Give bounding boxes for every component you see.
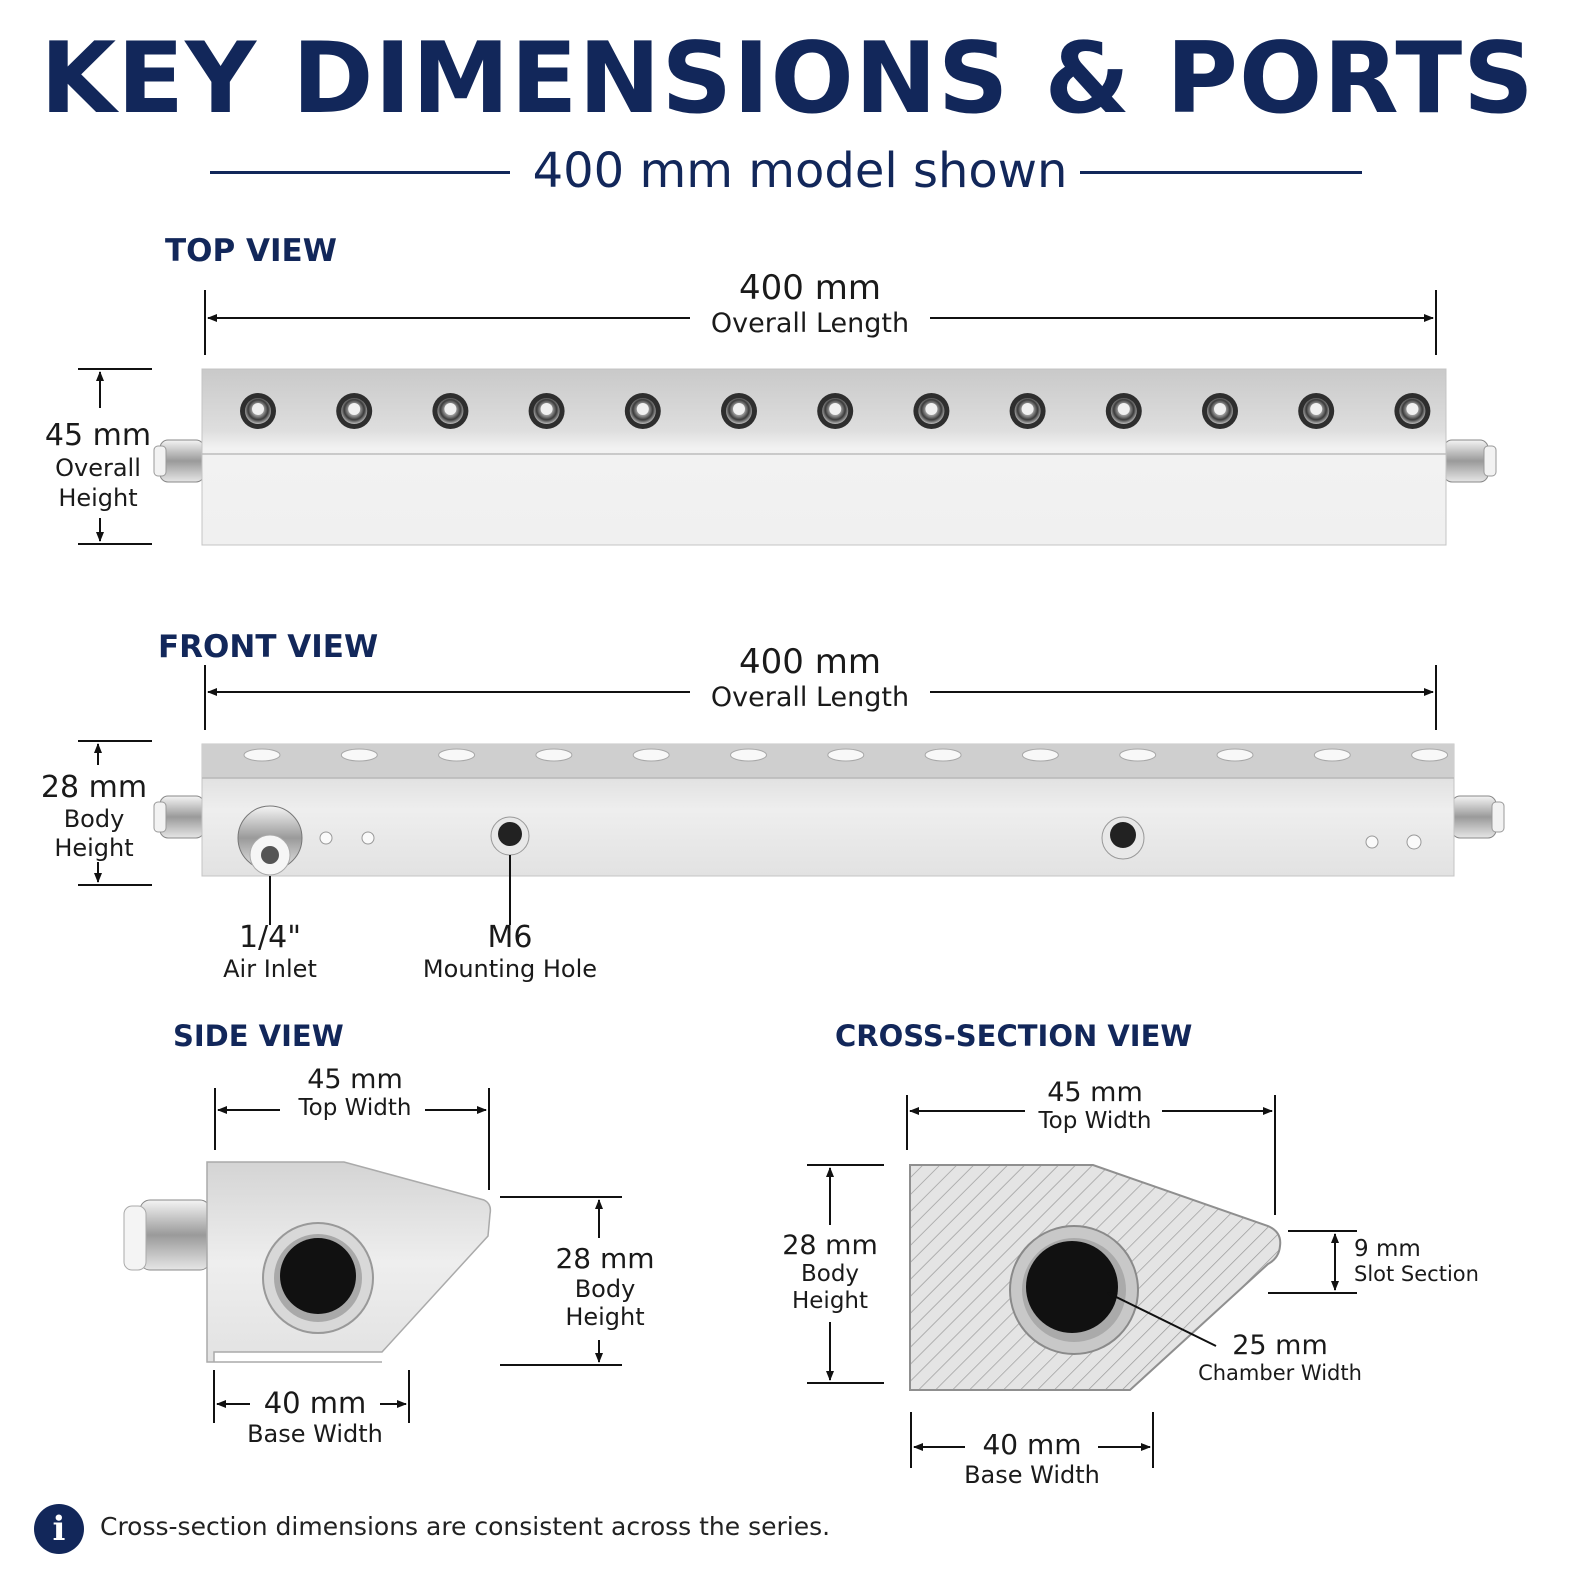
air-nozzle	[1009, 393, 1046, 429]
chamber-label: Chamber Width	[1198, 1361, 1362, 1385]
side-top-label: Top Width	[298, 1095, 412, 1121]
front-length-label: Overall Length	[710, 682, 910, 713]
page-title: KEY DIMENSIONS & PORTS	[40, 22, 1535, 136]
nozzle-port	[827, 748, 865, 762]
mounting-hole-label: Mounting Hole	[422, 955, 598, 983]
nozzle-port	[438, 748, 476, 762]
side-top-dimension: 45 mm Top Width	[270, 1064, 440, 1121]
subtitle-rule-right	[1080, 171, 1362, 174]
cross-height-label-2: Height	[791, 1288, 869, 1314]
air-nozzle	[336, 393, 373, 429]
side-height-value: 28 mm	[555, 1242, 655, 1275]
nozzle-port	[1411, 748, 1449, 762]
air-nozzle	[817, 393, 854, 429]
front-height-label-2: Height	[54, 834, 134, 862]
chamber-value: 25 mm	[1232, 1330, 1328, 1361]
side-view-heading: SIDE VIEW	[173, 1019, 344, 1053]
chamber-dimension: 25 mm Chamber Width	[1190, 1330, 1370, 1385]
air-nozzle	[528, 393, 565, 429]
nozzle-port	[535, 748, 573, 762]
air-nozzle	[240, 393, 276, 429]
air-inlet-label: Air Inlet	[223, 955, 317, 983]
top-length-value: 400 mm	[739, 268, 881, 308]
cross-height-label-1: Body	[800, 1261, 860, 1287]
front-height-label-1: Body	[63, 805, 125, 833]
mounting-hole-callout: M6 Mounting Hole	[400, 920, 620, 983]
top-view-heading: TOP VIEW	[165, 233, 337, 269]
nozzle-port	[1313, 748, 1351, 762]
air-nozzle	[913, 393, 950, 429]
air-inlet-callout: 1/4" Air Inlet	[170, 920, 370, 983]
mounting-hole-value: M6	[487, 920, 533, 955]
slot-label: Slot Section	[1354, 1262, 1479, 1286]
cross-base-label: Base Width	[964, 1461, 1100, 1489]
air-nozzle	[1105, 393, 1142, 429]
top-height-dimension: 45 mm Overall Height	[30, 418, 166, 513]
air-nozzle	[624, 393, 661, 429]
air-nozzle	[1202, 393, 1238, 429]
nozzle-port	[730, 748, 767, 762]
top-length-dimension: 400 mm Overall Length	[650, 268, 970, 339]
cross-base-dimension: 40 mm Base Width	[947, 1428, 1117, 1489]
front-length-value: 400 mm	[739, 642, 881, 682]
nozzle-port	[243, 748, 281, 762]
front-length-dimension: 400 mm Overall Length	[650, 642, 970, 713]
nozzle-port	[1119, 748, 1157, 762]
cross-height-dimension: 28 mm Body Height	[768, 1230, 892, 1315]
nozzle-port	[1216, 748, 1254, 762]
nozzle-port	[340, 748, 378, 762]
slot-value: 9 mm	[1354, 1236, 1421, 1262]
top-height-label-2: Height	[58, 484, 138, 512]
side-height-dimension: 28 mm Body Height	[540, 1242, 670, 1331]
top-height-label-1: Overall	[55, 454, 141, 482]
air-nozzle	[721, 393, 757, 429]
page-subtitle: 400 mm model shown	[532, 143, 1068, 199]
cross-top-dimension: 45 mm Top Width	[1010, 1077, 1180, 1134]
cross-height-value: 28 mm	[782, 1230, 878, 1261]
front-height-dimension: 28 mm Body Height	[26, 770, 162, 863]
top-length-label: Overall Length	[710, 308, 910, 339]
info-icon: i	[34, 1504, 84, 1554]
top-height-value: 45 mm	[44, 418, 152, 453]
slot-dimension: 9 mm Slot Section	[1354, 1236, 1534, 1286]
air-nozzle	[1298, 393, 1335, 429]
nozzle-port	[1021, 748, 1059, 762]
side-view-drawing	[123, 1088, 622, 1423]
side-top-value: 45 mm	[307, 1064, 403, 1095]
cross-section-drawing	[807, 1095, 1357, 1468]
air-nozzle	[432, 393, 469, 429]
air-nozzle	[1394, 393, 1431, 429]
cross-section-heading: CROSS-SECTION VIEW	[835, 1019, 1193, 1053]
cross-base-value: 40 mm	[982, 1428, 1082, 1461]
subtitle-rule-left	[210, 171, 510, 174]
side-base-value: 40 mm	[263, 1386, 367, 1420]
side-base-dimension: 40 mm Base Width	[230, 1386, 400, 1448]
side-base-label: Base Width	[247, 1420, 383, 1448]
front-view-drawing	[78, 665, 1505, 925]
front-height-value: 28 mm	[40, 770, 148, 805]
side-height-label-2: Height	[565, 1303, 645, 1331]
front-view-heading: FRONT VIEW	[158, 629, 379, 665]
cross-top-value: 45 mm	[1047, 1077, 1143, 1108]
footnote: Cross-section dimensions are consistent …	[100, 1512, 831, 1541]
air-inlet-value: 1/4"	[238, 920, 302, 955]
nozzle-port	[632, 748, 670, 762]
side-height-label-1: Body	[574, 1275, 636, 1303]
top-view-drawing	[78, 290, 1497, 546]
cross-top-label: Top Width	[1038, 1108, 1152, 1134]
nozzle-port	[924, 748, 962, 762]
